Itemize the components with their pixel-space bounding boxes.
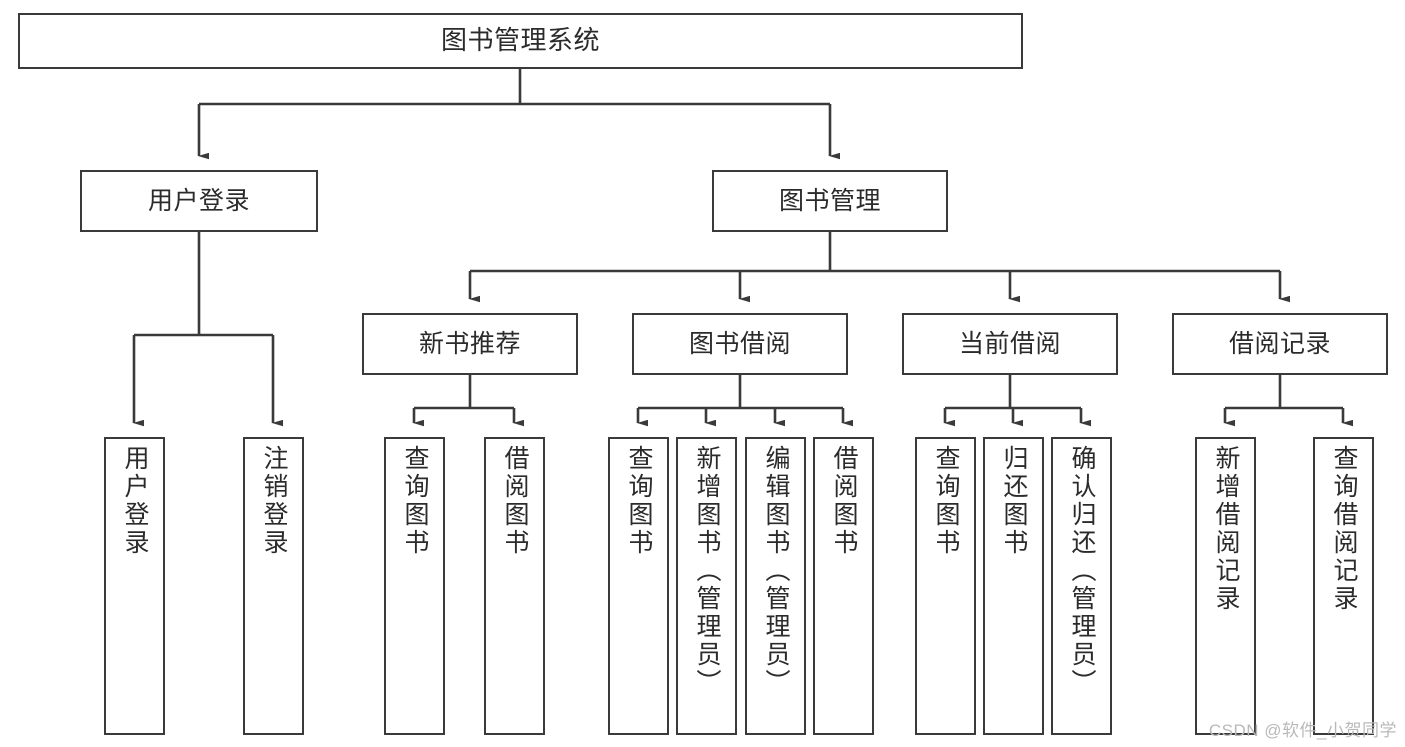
node-label: 当前借阅 [958,330,1061,358]
node-root-book-management-system[interactable]: 图书管理系统 [18,13,1023,69]
node-label: 注销登录 [260,445,288,557]
node-book-manage[interactable]: 图书管理 [712,170,948,232]
node-label: 查询图书 [932,445,960,557]
node-label: 编辑图书（管理员） [762,445,790,697]
node-leaf-query-book-3[interactable]: 查询图书 [915,437,976,735]
node-current-borrow[interactable]: 当前借阅 [902,313,1118,375]
node-leaf-logout-login[interactable]: 注销登录 [243,437,304,735]
node-leaf-query-book-2[interactable]: 查询图书 [608,437,669,735]
node-label: 用户登录 [147,187,250,215]
node-label: 查询图书 [401,445,429,557]
node-label: 借阅图书 [830,445,858,557]
node-leaf-add-borrow-record[interactable]: 新增借阅记录 [1195,437,1256,735]
node-label: 借阅图书 [501,445,529,557]
node-label: 确认归还（管理员） [1068,445,1096,697]
node-new-book-recommend[interactable]: 新书推荐 [362,313,578,375]
node-label: 归还图书 [1000,445,1028,557]
node-leaf-return-book[interactable]: 归还图书 [983,437,1044,735]
node-leaf-borrow-book-1[interactable]: 借阅图书 [484,437,545,735]
node-leaf-query-book-1[interactable]: 查询图书 [384,437,445,735]
node-label: 新增借阅记录 [1212,445,1240,613]
node-book-borrow[interactable]: 图书借阅 [632,313,848,375]
node-label: 新增图书（管理员） [693,445,721,697]
node-leaf-confirm-return-admin[interactable]: 确认归还（管理员） [1051,437,1112,735]
node-leaf-add-book-admin[interactable]: 新增图书（管理员） [676,437,737,735]
node-label: 借阅记录 [1228,330,1331,358]
node-label: 图书管理系统 [440,25,600,56]
node-label: 图书借阅 [688,330,791,358]
node-label: 新书推荐 [418,330,521,358]
watermark-text: CSDN @软件_小贺同学 [1208,721,1397,740]
node-leaf-user-login[interactable]: 用户登录 [104,437,165,735]
node-leaf-edit-book-admin[interactable]: 编辑图书（管理员） [745,437,806,735]
node-borrow-record[interactable]: 借阅记录 [1172,313,1388,375]
node-leaf-borrow-book-2[interactable]: 借阅图书 [813,437,874,735]
node-leaf-query-borrow-record[interactable]: 查询借阅记录 [1313,437,1374,735]
node-label: 查询图书 [625,445,653,557]
node-user-login[interactable]: 用户登录 [80,170,318,232]
node-label: 用户登录 [121,445,149,557]
node-label: 图书管理 [778,187,881,215]
node-label: 查询借阅记录 [1330,445,1358,613]
